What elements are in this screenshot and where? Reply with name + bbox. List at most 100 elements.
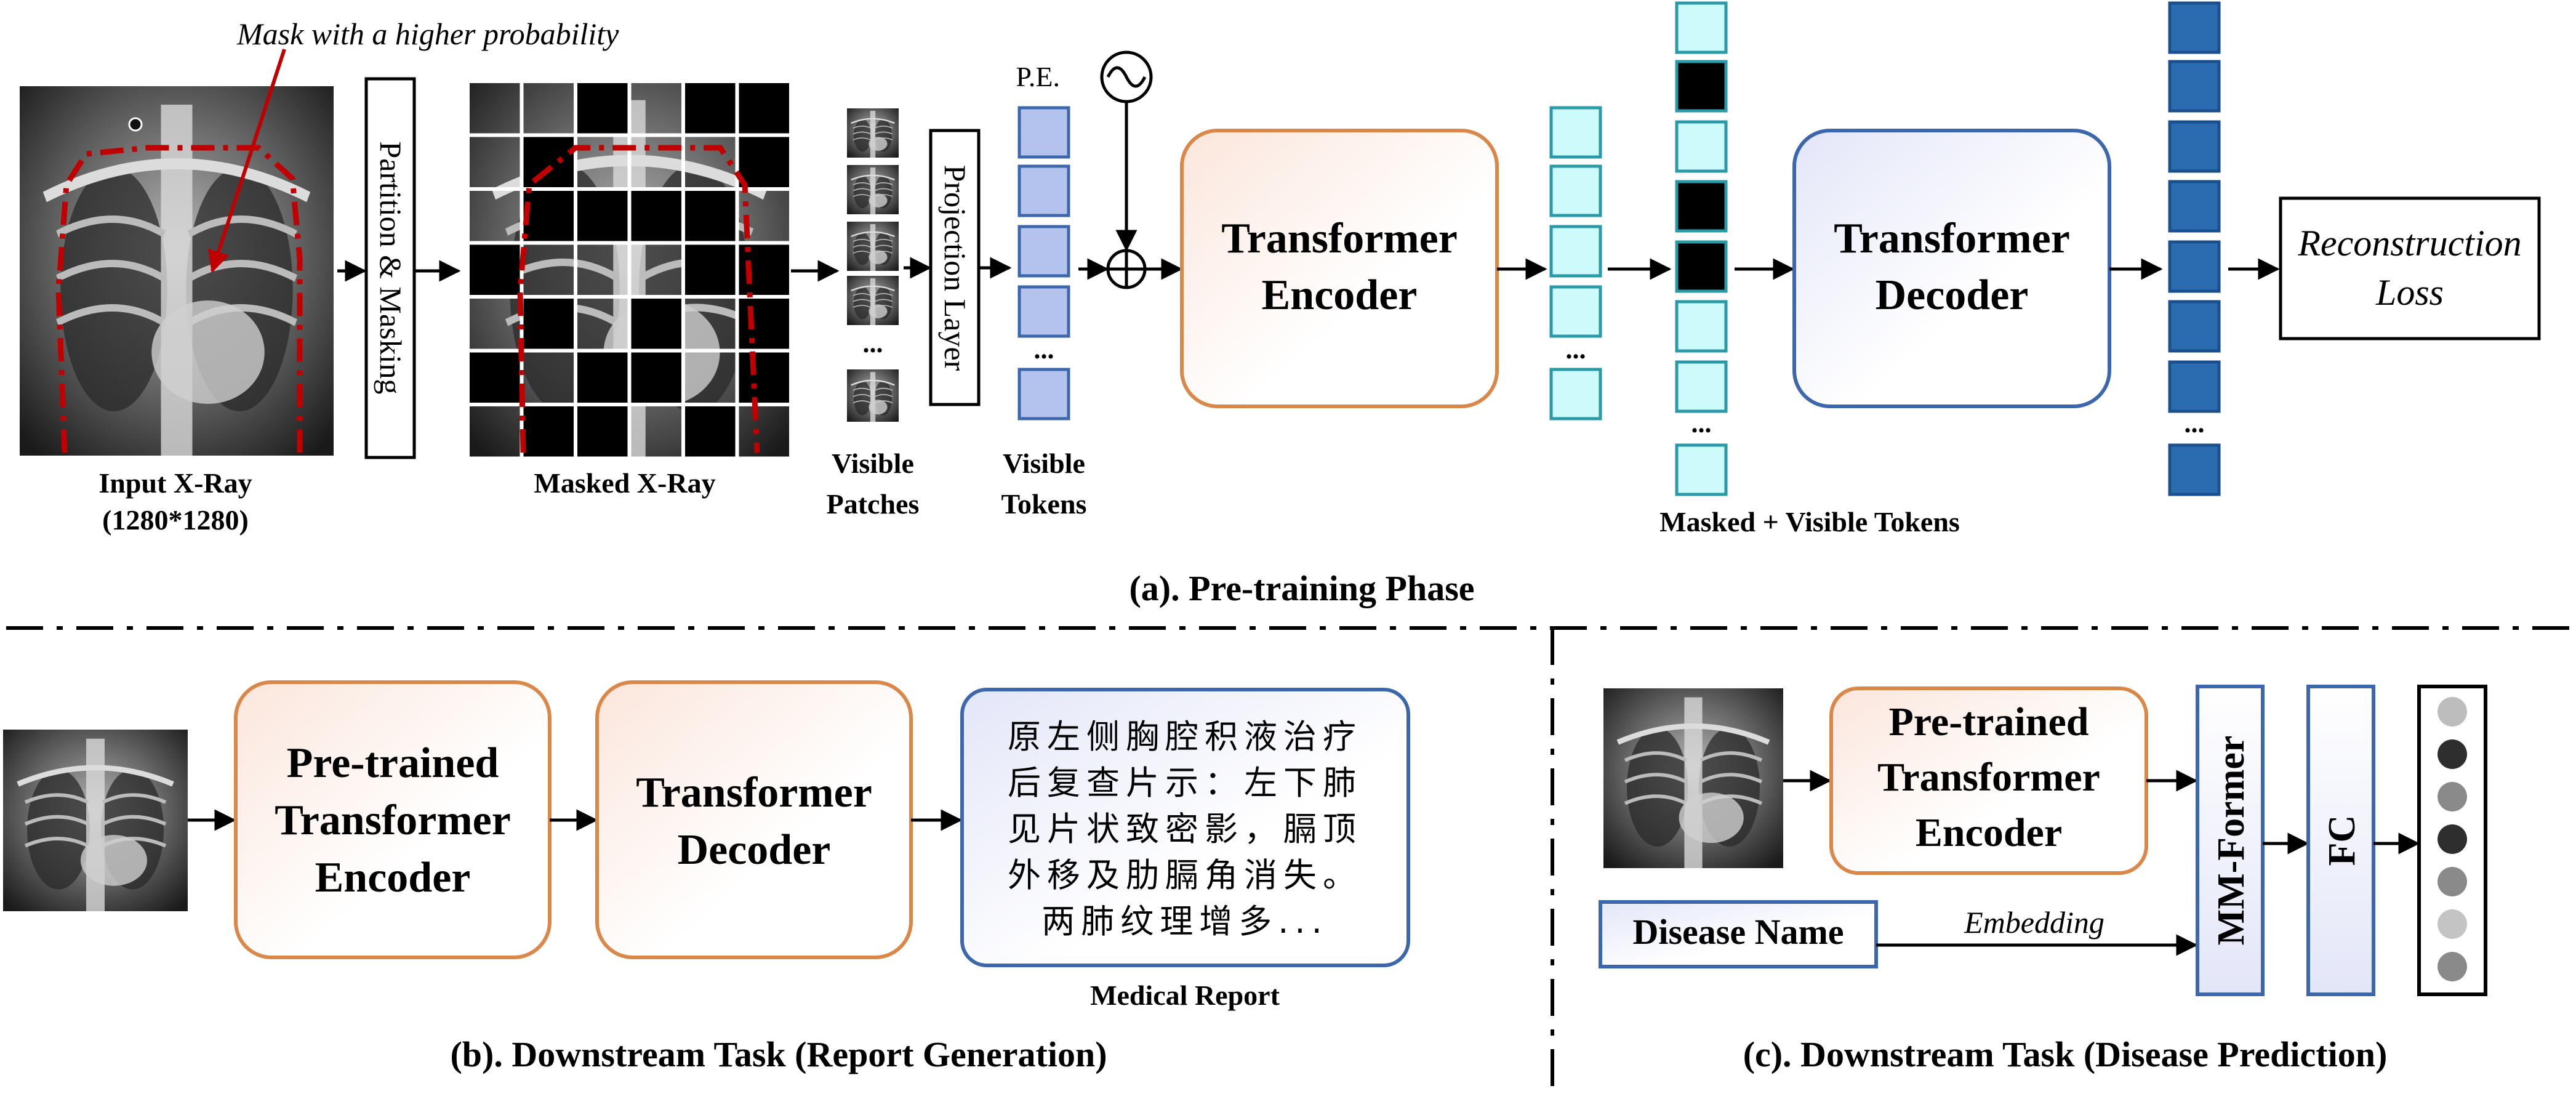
encoded-tokens-column [1549, 106, 1602, 421]
mmformer-label: MM-Former [2210, 736, 2252, 946]
transformer-decoder-box [1792, 129, 2111, 408]
report-generation-section: Pre-trained Transformer Encoder Transfor… [3, 680, 1410, 1074]
disease-name-box [1599, 900, 1878, 968]
prediction-output-box [2417, 685, 2487, 996]
reconstructed-token [2168, 443, 2221, 496]
fc-label: FC [2321, 815, 2363, 866]
masked-patch [576, 189, 630, 243]
masked-patch [629, 297, 683, 351]
masked-region-outline [517, 145, 760, 453]
visible-tokens-column [1017, 106, 1070, 421]
masked-xray-label: Masked X-Ray [534, 467, 715, 499]
visible-token [1675, 300, 1728, 353]
masked-patch [629, 350, 683, 405]
report-line-3: 见片状致密影，膈顶 [1008, 810, 1362, 848]
report-line-1: 原左侧胸腔积液治疗 [1008, 717, 1362, 756]
report-decoder-label-2: Decoder [678, 826, 831, 874]
visible-patch [846, 107, 900, 159]
masked-patch [521, 297, 576, 351]
report-decoder-box [595, 680, 913, 959]
visible-token [1675, 443, 1728, 496]
encoder-label-1: Transformer [1221, 215, 1458, 262]
masked-patch [468, 350, 522, 405]
reconstructed-token [2168, 180, 2221, 233]
masked-patch [737, 135, 791, 189]
masked-patch [629, 189, 683, 243]
masked-visible-label: Masked + Visible Tokens [1659, 506, 1960, 537]
reconstructed-token [2168, 120, 2221, 173]
prediction-dot [2438, 952, 2467, 981]
masked-xray-grid [468, 81, 791, 459]
disease-prediction-caption: (c). Downstream Task (Disease Prediction… [1743, 1034, 2388, 1074]
merged-ellipsis: ... [1691, 408, 1712, 438]
masked-patch [737, 81, 791, 135]
prediction-dot [2438, 824, 2467, 854]
encoded-token [1549, 368, 1602, 421]
masked-patch [468, 243, 522, 297]
mmformer-box [2196, 685, 2265, 996]
disease-xray-image [1603, 688, 1783, 868]
visible-token [1017, 285, 1070, 338]
encoder-label-2: Encoder [1262, 272, 1418, 319]
visible-patches-label-1: Visible [832, 448, 914, 479]
tokens-ellipsis: ... [1034, 334, 1054, 364]
masked-patch [737, 350, 791, 405]
disease-prediction-section: Pre-trained Transformer Encoder Disease … [1599, 685, 2487, 1074]
report-generation-caption: (b). Downstream Task (Report Generation) [450, 1034, 1107, 1074]
report-line-5: 两肺纹理增多... [1041, 902, 1328, 941]
disease-encoder-label-2: Transformer [1877, 755, 2100, 800]
visible-token [1017, 225, 1070, 278]
visible-patches-column [846, 107, 900, 423]
loss-label-1: Reconstruction [2297, 223, 2521, 264]
input-xray-image [20, 86, 334, 456]
positional-encoding-icon [1100, 50, 1153, 103]
masked-patch [683, 189, 737, 243]
encoded-token [1549, 225, 1602, 278]
pretraining-caption: (a). Pre-training Phase [1129, 568, 1474, 608]
report-decoder-label-1: Transformer [636, 769, 872, 816]
report-xray-image [3, 730, 188, 911]
report-encoder-label-2: Transformer [275, 797, 511, 844]
projection-layer-label: Projection Layer [938, 165, 973, 371]
prediction-dot [2438, 739, 2467, 769]
reconstructed-token [2168, 300, 2221, 353]
partition-masking-box [364, 77, 416, 459]
disease-encoder-label-3: Encoder [1916, 810, 2062, 855]
reconstructed-tokens-column [2168, 1, 2221, 496]
masked-patch [576, 81, 630, 135]
latent-ellipsis: ... [1566, 334, 1586, 364]
visible-token [1017, 368, 1070, 421]
prediction-output-dots [2438, 697, 2467, 981]
masked-patch [521, 189, 576, 243]
prediction-dot [2438, 867, 2467, 896]
prediction-dot [2438, 697, 2467, 727]
report-line-4: 外移及肋膈角消失。 [1008, 856, 1362, 895]
visible-patch [846, 220, 900, 272]
partition-masking-label: Partition & Masking [374, 141, 408, 394]
masked-patch [576, 405, 630, 459]
reconstructed-token [2168, 240, 2221, 293]
encoded-token [1549, 285, 1602, 338]
decoder-label-1: Transformer [1834, 215, 2070, 262]
annotation-text: Mask with a higher probability [236, 17, 619, 51]
disease-encoder-label-1: Pre-trained [1888, 699, 2088, 744]
pe-label: P.E. [1016, 61, 1060, 92]
prediction-dot [2438, 909, 2467, 939]
visible-patches-label-2: Patches [827, 488, 920, 520]
reconstructed-token [2168, 1, 2221, 54]
masked-patch [683, 243, 737, 297]
medical-report-label: Medical Report [1090, 980, 1280, 1011]
visible-tokens-label-2: Tokens [1001, 488, 1087, 520]
masked-patch [521, 405, 576, 459]
sum-icon [1106, 249, 1147, 289]
reconstructed-token [2168, 60, 2221, 113]
masked-patch [683, 81, 737, 135]
masked-token [1675, 240, 1728, 293]
visible-token [1675, 360, 1728, 413]
pretraining-section: Mask with a higher probability Input X-R… [20, 1, 2541, 608]
prediction-dot [2438, 782, 2467, 811]
projection-layer-box [929, 129, 981, 406]
report-encoder-label-3: Encoder [315, 854, 471, 901]
visible-token [1017, 106, 1070, 159]
